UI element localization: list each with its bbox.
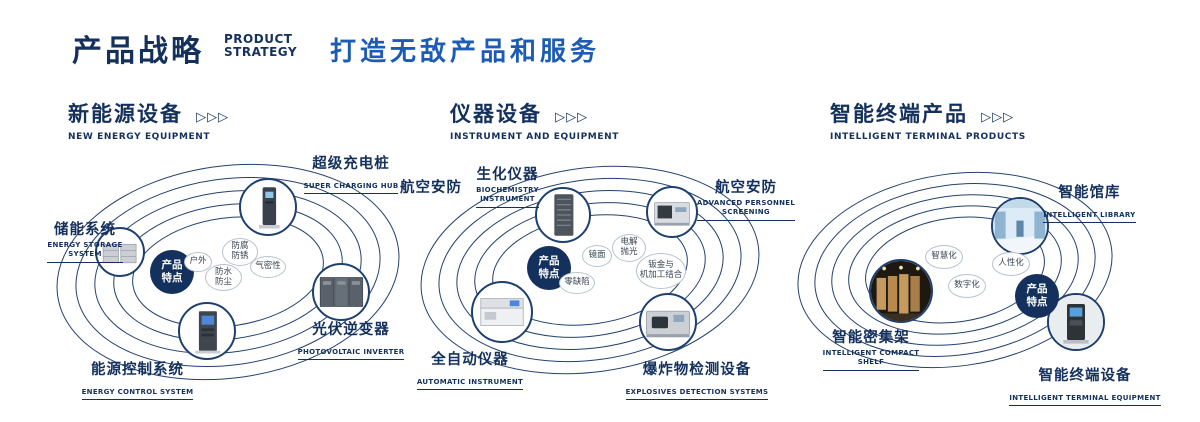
feature-bubble-sheet-metal-machining: 钣金与 机加工结合 (636, 253, 686, 289)
instrument-rack-image (554, 194, 574, 236)
product-label-intelligent-compact-shelf: 智能密集架 INTELLIGENT COMPACT SHELF (812, 326, 930, 371)
section-header-new-energy: 新能源设备 ▷▷▷ NEW ENERGY EQUIPMENT (68, 98, 229, 142)
product-label-intelligent-terminal-equipment: 智能终端设备 INTELLIGENT TERMINAL EQUIPMENT (1005, 364, 1165, 407)
center-badge-product-features: 产品 特点 (1015, 274, 1059, 318)
feature-bubble-electropolishing: 电解 抛光 (612, 234, 646, 262)
charging-pile-image (259, 187, 280, 229)
product-node-intelligent-compact-shelf (869, 259, 933, 323)
control-cabinet-image (195, 311, 221, 354)
product-label-energy-control-system: 能源控制系统 ENERGY CONTROL SYSTEM (75, 358, 200, 401)
page-title-english-line2: STRATEGY (224, 45, 298, 60)
feature-bubble-airtightness: 气密性 (250, 256, 286, 278)
product-node-super-charging-hub (239, 178, 297, 236)
section-header-intelligent-terminal: 智能终端产品 ▷▷▷ INTELLIGENT TERMINAL PRODUCTS (830, 98, 1026, 142)
orbit-rings-new-energy (56, 163, 400, 381)
product-label-energy-storage: 储能系统 ENERGY STORAGE SYSTEM (40, 218, 130, 263)
center-badge-product-features: 产品 特点 (527, 246, 571, 290)
feature-bubble-smart: 智慧化 (925, 245, 963, 269)
inverter-cabinets-image (319, 277, 364, 307)
product-node-photovoltaic-inverter (312, 263, 370, 321)
analyzer-machine-image (480, 297, 524, 327)
feature-bubble-waterproof-dustproof: 防水 防尘 (205, 264, 242, 291)
badge-line1: 产品 (161, 258, 183, 271)
section-subtitle-new-energy: NEW ENERGY EQUIPMENT (68, 132, 211, 142)
feature-bubble-digitalized: 数字化 (948, 274, 986, 298)
badge-line2: 特点 (161, 272, 183, 284)
library-interior-image (993, 199, 1047, 253)
chevron-arrows-icon: ▷▷▷ (555, 110, 589, 125)
badge-line1: 产品 (538, 254, 560, 267)
product-label-explosives-detection: 爆炸物检测设备 EXPLOSIVES DETECTION SYSTEMS (622, 358, 772, 401)
section-title-intelligent-terminal: 智能终端产品 (830, 102, 968, 126)
product-node-automatic-instrument (471, 281, 533, 343)
page-title-english: PRODUCT STRATEGY (224, 32, 298, 60)
product-node-personnel-screening (646, 186, 698, 238)
badge-line2: 特点 (1026, 296, 1048, 308)
chevron-arrows-icon: ▷▷▷ (196, 110, 230, 125)
section-title-new-energy: 新能源设备 (68, 102, 183, 126)
section-title-instruments: 仪器设备 (450, 102, 542, 126)
product-label-intelligent-library: 智能馆库 INTELLIGENT LIBRARY (1032, 181, 1147, 224)
product-label-automatic-instrument: 全自动仪器 AUTOMATIC INSTRUMENT (415, 348, 525, 391)
product-node-energy-storage (95, 227, 145, 277)
badge-line2: 特点 (538, 268, 560, 280)
product-node-intelligent-library (991, 197, 1049, 255)
page-title-english-line1: PRODUCT (224, 32, 293, 46)
label-aviation-security: 航空安防 (400, 180, 462, 196)
feature-bubble-mirror-finish: 镜面 (582, 245, 612, 267)
section-subtitle-instruments: INSTRUMENT AND EQUIPMENT (450, 132, 619, 142)
product-node-intelligent-terminal-equipment (1047, 293, 1105, 351)
compact-shelf-photo (871, 261, 931, 321)
section-header-instruments: 仪器设备 ▷▷▷ INSTRUMENT AND EQUIPMENT (450, 98, 619, 142)
feature-bubble-zero-defect: 零缺陷 (559, 272, 595, 294)
product-label-photovoltaic-inverter: 光伏逆变器 PHOTOVOLTAIC INVERTER (295, 318, 407, 361)
tagline: 打造无敌产品和服务 (330, 37, 601, 67)
orbit-rings-intelligent-terminal (797, 171, 1113, 369)
section-subtitle-intelligent-terminal: INTELLIGENT TERMINAL PRODUCTS (830, 132, 1026, 142)
screening-machine-image (654, 202, 690, 226)
product-node-biochemistry-instrument (535, 187, 591, 243)
badge-line1: 产品 (1026, 282, 1048, 295)
product-node-energy-control-system (178, 302, 236, 360)
feature-bubble-humanized: 人性化 (992, 252, 1030, 276)
feature-bubble-outdoor: 户外 (184, 252, 212, 272)
chevron-arrows-icon: ▷▷▷ (981, 110, 1015, 125)
product-node-explosives-detection (639, 293, 697, 351)
product-label-super-charging-hub: 超级充电桩 SUPER CHARGING HUB (295, 152, 407, 195)
page-title: 产品战略 (72, 34, 204, 69)
product-label-personnel-screening: 航空安防 ADVANCED PERSONNEL SCREENING (690, 176, 802, 221)
kiosk-machine-image (1049, 295, 1103, 349)
detection-machine-image (645, 310, 691, 338)
product-label-biochemistry-instrument: 生化仪器 BIOCHEMISTRY INSTRUMENT (455, 163, 560, 208)
